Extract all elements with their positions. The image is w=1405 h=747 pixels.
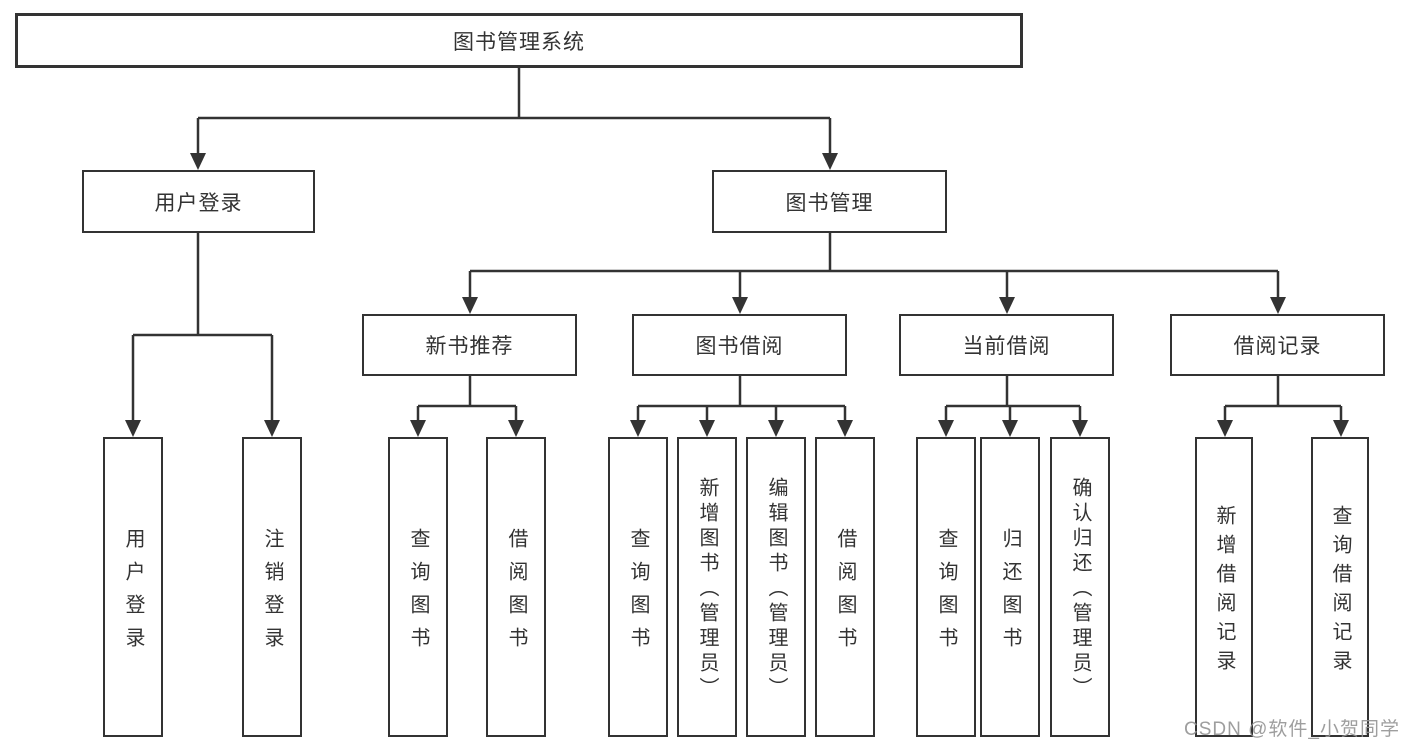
node-label: 图书管理系统 [453,30,585,54]
node-label: 查询图书 [627,527,649,660]
node-label: 确认归还（管理员） [1069,477,1091,702]
node-label: 新书推荐 [425,335,514,358]
node-label: 用户登录 [122,527,144,660]
leaf-query-borrow-record: 查询借阅记录 [1311,437,1369,737]
node-new-book-recommend: 新书推荐 [362,314,577,376]
leaf-query-book-borrow: 查询图书 [608,437,668,737]
node-label: 注销登录 [261,527,283,660]
node-book-borrow: 图书借阅 [632,314,847,376]
node-label: 新增图书（管理员） [696,477,718,702]
leaf-add-borrow-record: 新增借阅记录 [1195,437,1253,737]
arrowheads [125,153,1349,437]
node-user-login: 用户登录 [82,170,315,233]
csdn-watermark: CSDN @软件_小贺同学 [1184,719,1400,740]
leaf-add-book-admin: 新增图书（管理员） [677,437,737,737]
node-label: 查询图书 [407,527,429,660]
node-current-borrow: 当前借阅 [899,314,1114,376]
leaf-borrow-book: 借阅图书 [815,437,875,737]
leaf-logout: 注销登录 [242,437,302,737]
node-label: 用户登录 [154,191,243,215]
node-library-management-system: 图书管理系统 [15,13,1023,68]
node-borrow-record: 借阅记录 [1170,314,1385,376]
leaf-user-login: 用户登录 [103,437,163,737]
node-label: 借阅记录 [1233,335,1322,358]
leaf-query-book-current: 查询图书 [916,437,976,737]
node-label: 图书管理 [785,191,874,215]
node-label: 编辑图书（管理员） [765,477,787,702]
leaf-query-book-recommend: 查询图书 [388,437,448,737]
leaf-edit-book-admin: 编辑图书（管理员） [746,437,806,737]
node-label: 新增借阅记录 [1213,504,1235,679]
node-label: 借阅图书 [834,527,856,660]
node-label: 借阅图书 [505,527,527,660]
node-label: 查询图书 [935,527,957,660]
leaf-return-book: 归还图书 [980,437,1040,737]
node-label: 图书借阅 [695,335,784,358]
leaf-confirm-return-admin: 确认归还（管理员） [1050,437,1110,737]
node-book-management: 图书管理 [712,170,947,233]
node-label: 归还图书 [999,527,1021,660]
node-label: 当前借阅 [962,335,1051,358]
leaf-borrow-book-recommend: 借阅图书 [486,437,546,737]
node-label: 查询借阅记录 [1329,504,1351,679]
